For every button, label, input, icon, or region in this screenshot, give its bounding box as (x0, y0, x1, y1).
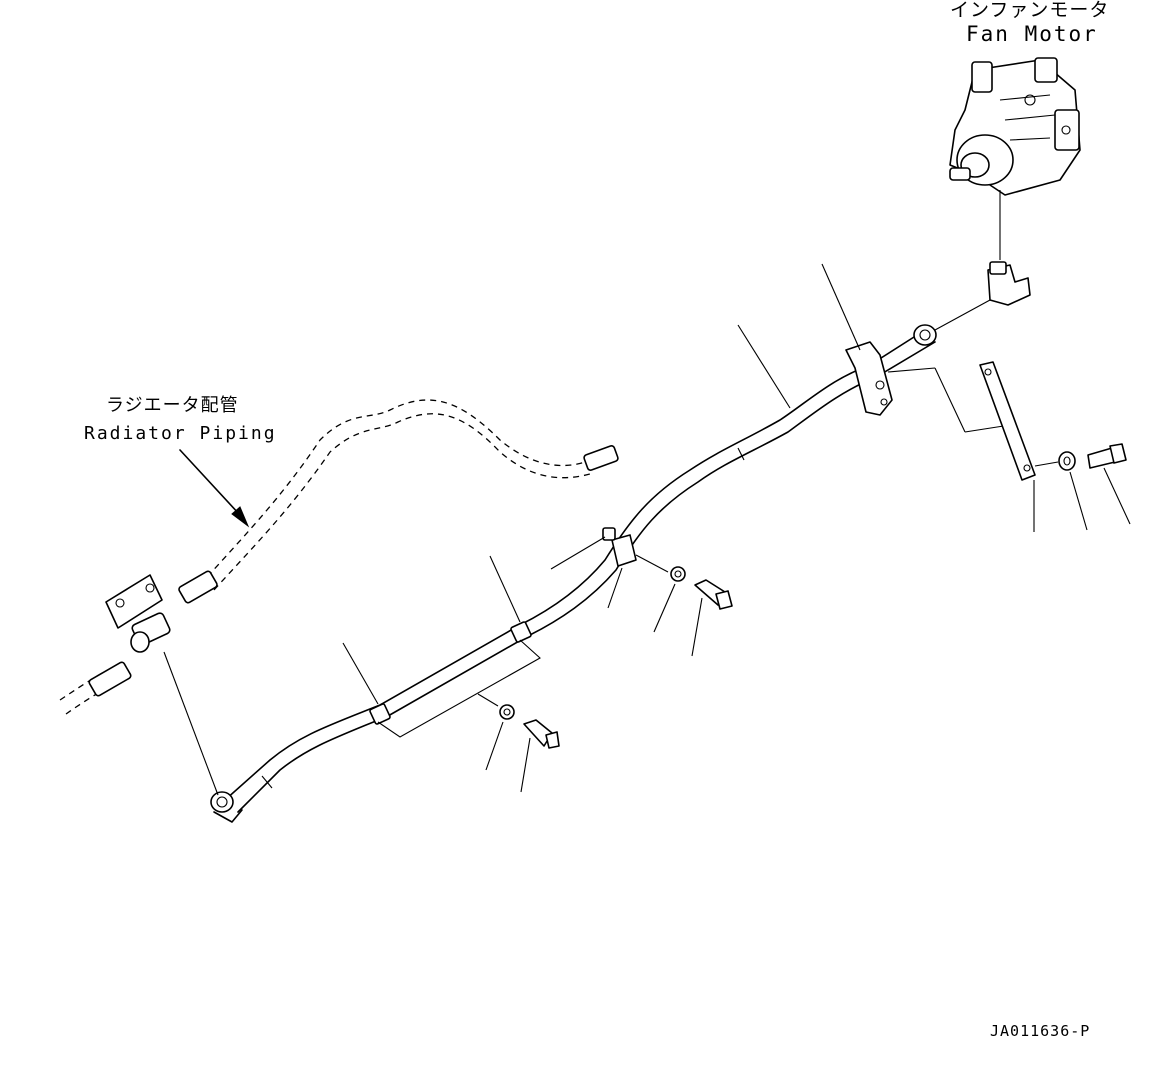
flange-icon (105, 574, 171, 653)
bolt-icon (523, 719, 560, 749)
bolt-icon (694, 579, 733, 610)
radiator-piping-dashed (59, 399, 591, 715)
washer-icon (1058, 451, 1076, 471)
radiator-piping-label-en: Radiator Piping (84, 423, 277, 444)
main-pipe (224, 329, 936, 813)
pipe-nut-icon (913, 324, 937, 346)
arrow-icon (179, 449, 250, 528)
pipe-nut-icon (210, 791, 243, 823)
hose-fitting-icon (88, 445, 619, 697)
fan-motor-label-en: Fan Motor (966, 22, 1098, 46)
washer-icon (670, 566, 686, 582)
bracket-icon (979, 361, 1036, 481)
clamp-icon (602, 527, 637, 567)
washer-icon (499, 704, 515, 720)
bolt-icon (1087, 443, 1127, 469)
radiator-piping-label-ja: ラジエータ配管 (106, 395, 239, 416)
clamp-icon (369, 621, 532, 725)
fan-motor-icon (949, 57, 1081, 196)
elbow-fitting-icon (987, 261, 1031, 306)
drawing-code: JA011636-P (990, 1022, 1091, 1040)
clamp-icon (845, 341, 893, 416)
fan-motor-label-ja: インファンモータ (950, 0, 1110, 21)
